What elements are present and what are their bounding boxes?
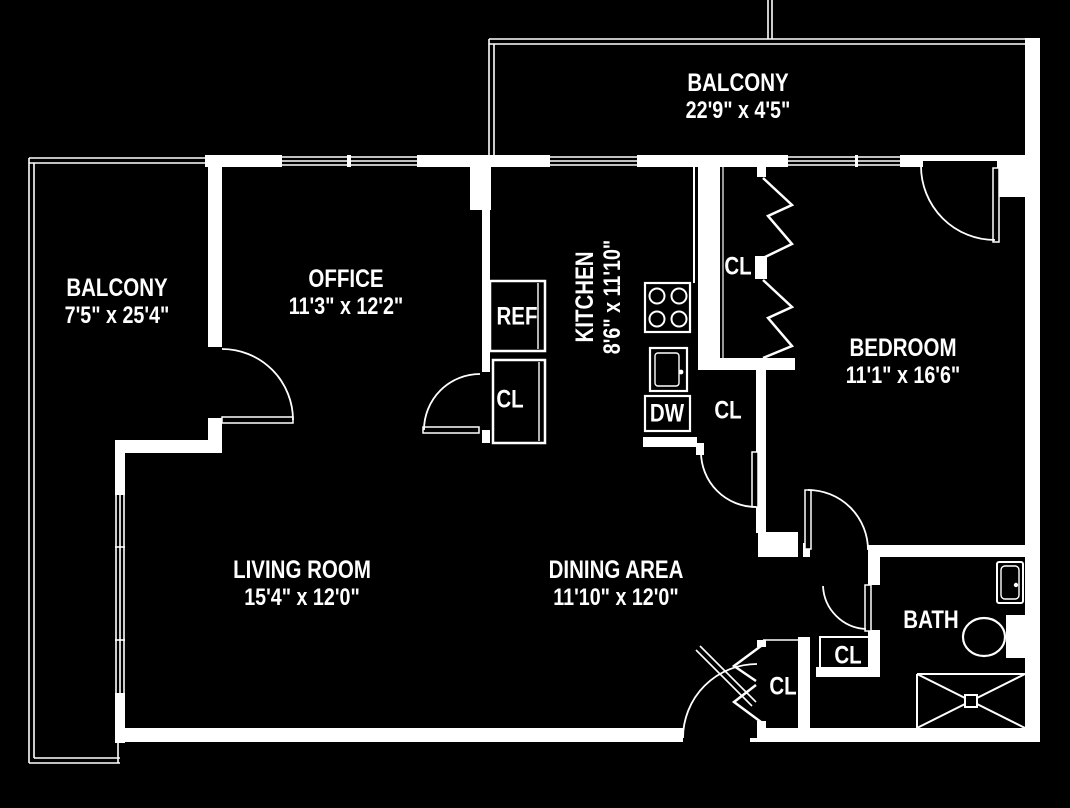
closet-label-bedroom-closet: CL xyxy=(724,252,752,281)
office-west-wall xyxy=(208,418,222,453)
room-name: BALCONY xyxy=(66,274,168,302)
room-dims: 11'3" x 12'2" xyxy=(288,293,404,320)
room-name: BATH xyxy=(903,606,959,634)
stove xyxy=(643,281,692,334)
bath-door xyxy=(822,584,872,632)
bedroom-closet-accordion-door xyxy=(722,165,795,360)
bedroom-entry-door xyxy=(920,165,1000,243)
office-balcony-door xyxy=(221,348,294,424)
wall-jog xyxy=(115,440,222,453)
shower xyxy=(916,673,1026,729)
window-mullion xyxy=(347,155,351,167)
office-closet-door xyxy=(422,373,481,434)
kitchen-south-wall xyxy=(643,437,697,447)
closet-label-linen-closet: CL xyxy=(834,641,862,670)
wall-segment xyxy=(900,155,923,167)
bedroom-south-wall xyxy=(868,545,1040,557)
room-name: OFFICE xyxy=(308,265,384,293)
walls xyxy=(115,38,1040,743)
windows xyxy=(115,156,900,693)
door-jamb xyxy=(803,543,810,557)
room-dims: 11'10" x 12'0" xyxy=(553,584,679,611)
wall-segment xyxy=(205,155,282,167)
bath-west-wall xyxy=(868,557,880,585)
bath-label: BATH xyxy=(903,606,958,634)
dishwasher-label: DW xyxy=(649,399,685,428)
kitchen-west-wall xyxy=(482,210,490,372)
room-name: DINING AREA xyxy=(548,556,684,584)
kitchen-west-wall xyxy=(482,430,490,443)
wall-segment xyxy=(115,453,125,495)
dishwasher xyxy=(643,394,692,433)
balcony-edge-over-door xyxy=(923,155,997,161)
closet-label-hall-closet: CL xyxy=(714,396,742,425)
refrigerator xyxy=(488,279,547,353)
room-dims: 11'1" x 16'6" xyxy=(845,362,961,389)
linen-closet-box xyxy=(819,636,871,669)
bedroom-label: BEDROOM 11'1" x 16'6" xyxy=(846,334,960,390)
closet-label-office-closet: CL xyxy=(496,385,524,414)
bath-sink xyxy=(961,616,1007,658)
room-dims: 15'4" x 12'0" xyxy=(244,584,360,611)
room-name: KITCHEN xyxy=(571,251,599,343)
dining-bedroom-wall xyxy=(756,370,766,533)
office-window xyxy=(282,156,417,166)
left-balcony-outline xyxy=(28,157,208,764)
living-room-balcony-window xyxy=(115,495,125,693)
toilet xyxy=(996,561,1024,604)
vanity xyxy=(1006,615,1028,658)
dining-area-label: DINING AREA 11'10" x 12'0" xyxy=(549,556,684,612)
doors xyxy=(221,165,1000,739)
hall-wall-block xyxy=(758,532,798,557)
right-wall xyxy=(1025,38,1040,742)
wall-segment xyxy=(115,693,125,743)
kitchen-label: KITCHEN 8'6" x 11'10" xyxy=(571,240,627,354)
room-dims: 22'9" x 4'5" xyxy=(685,97,791,124)
top-balcony-outline xyxy=(488,0,1030,155)
closet-jamb xyxy=(696,443,704,455)
bottom-wall xyxy=(750,728,1040,742)
bottom-wall xyxy=(115,728,683,742)
kitchen-east-wall xyxy=(698,165,720,365)
hall-closet-door xyxy=(700,451,759,508)
closet-divider-wall xyxy=(698,358,795,370)
wall-pier xyxy=(997,155,1027,197)
office-west-wall xyxy=(208,155,222,347)
dining-closet-accordion-door xyxy=(731,639,798,728)
kitchen-fixtures xyxy=(488,165,695,445)
left-balcony-label: BALCONY 7'5" x 25'4" xyxy=(65,274,170,330)
top-balcony-label: BALCONY 22'9" x 4'5" xyxy=(686,69,791,125)
bedroom-window xyxy=(788,156,900,166)
living-room-label: LIVING ROOM 15'4" x 12'0" xyxy=(233,556,371,612)
room-dims: 7'5" x 25'4" xyxy=(64,302,170,329)
wall-segment xyxy=(637,155,788,167)
closet-label-entry-closet: CL xyxy=(769,672,797,701)
wall-segment xyxy=(417,155,550,167)
kitchen-wall-step xyxy=(470,167,491,210)
office-label: OFFICE 11'3" x 12'2" xyxy=(289,265,403,321)
kitchen-window xyxy=(550,156,637,166)
room-name: BALCONY xyxy=(687,69,789,97)
office-closet-box xyxy=(491,358,547,445)
room-name: BEDROOM xyxy=(849,334,957,362)
kitchen-sink xyxy=(648,346,689,393)
closet-wall xyxy=(816,667,874,677)
closet-wall xyxy=(798,637,810,728)
bedroom-hall-door xyxy=(804,489,869,551)
window-mullion xyxy=(855,155,858,167)
room-dims: 8'6" x 11'10" xyxy=(599,239,626,355)
bath-fixtures xyxy=(819,561,1028,729)
room-name: LIVING ROOM xyxy=(233,556,371,584)
refrigerator-label: REF xyxy=(496,302,538,331)
